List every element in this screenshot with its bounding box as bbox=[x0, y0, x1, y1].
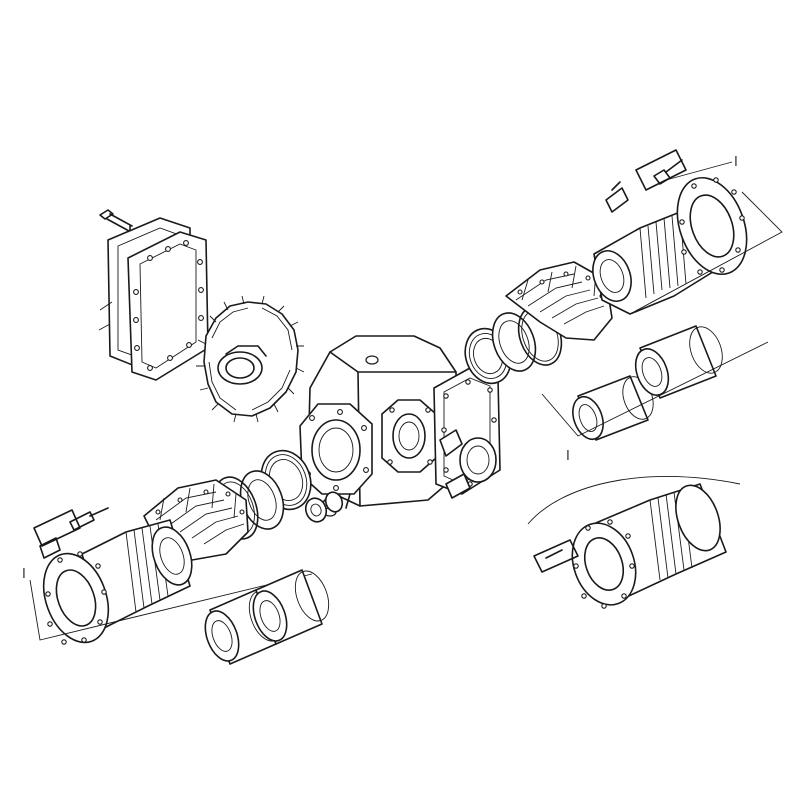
thrust-washers-lower bbox=[304, 491, 344, 523]
spur-gear bbox=[196, 295, 305, 423]
bolt-icon bbox=[99, 209, 133, 233]
cover-plate-bolt-holes bbox=[133, 240, 204, 371]
bolt-kit-lower-right bbox=[533, 539, 579, 573]
bolt-kit-upper-right bbox=[605, 149, 687, 213]
bolt-kit-lower-left bbox=[33, 507, 109, 559]
axle-hub-lower-left bbox=[81, 519, 193, 629]
side-cover-gasket bbox=[433, 367, 501, 499]
callout-bracket-left bbox=[29, 573, 313, 641]
callout-label-top-right: I bbox=[734, 155, 738, 170]
callout-arc-mid-right bbox=[527, 476, 741, 525]
callout-bracket-right-bushings bbox=[541, 341, 769, 437]
central-housing bbox=[299, 335, 457, 517]
housing-left-flange bbox=[299, 403, 373, 495]
callout-label-left: I bbox=[22, 567, 26, 582]
bushings-lower-left bbox=[204, 569, 330, 665]
hub-flange-upper-right bbox=[676, 176, 748, 276]
bushings-right bbox=[572, 325, 723, 441]
hub-flange-lower-left bbox=[42, 551, 110, 645]
callout-label-mid-right: I bbox=[566, 449, 570, 464]
cover-plate-assembly bbox=[98, 209, 209, 381]
axle-hub-lower-right bbox=[571, 483, 727, 609]
friction-disc-stack-upper-right bbox=[505, 261, 613, 341]
seal-ring-upper-right bbox=[491, 312, 537, 372]
callout-bracket-upper-right bbox=[629, 161, 783, 315]
housing-center-flange bbox=[381, 399, 437, 473]
